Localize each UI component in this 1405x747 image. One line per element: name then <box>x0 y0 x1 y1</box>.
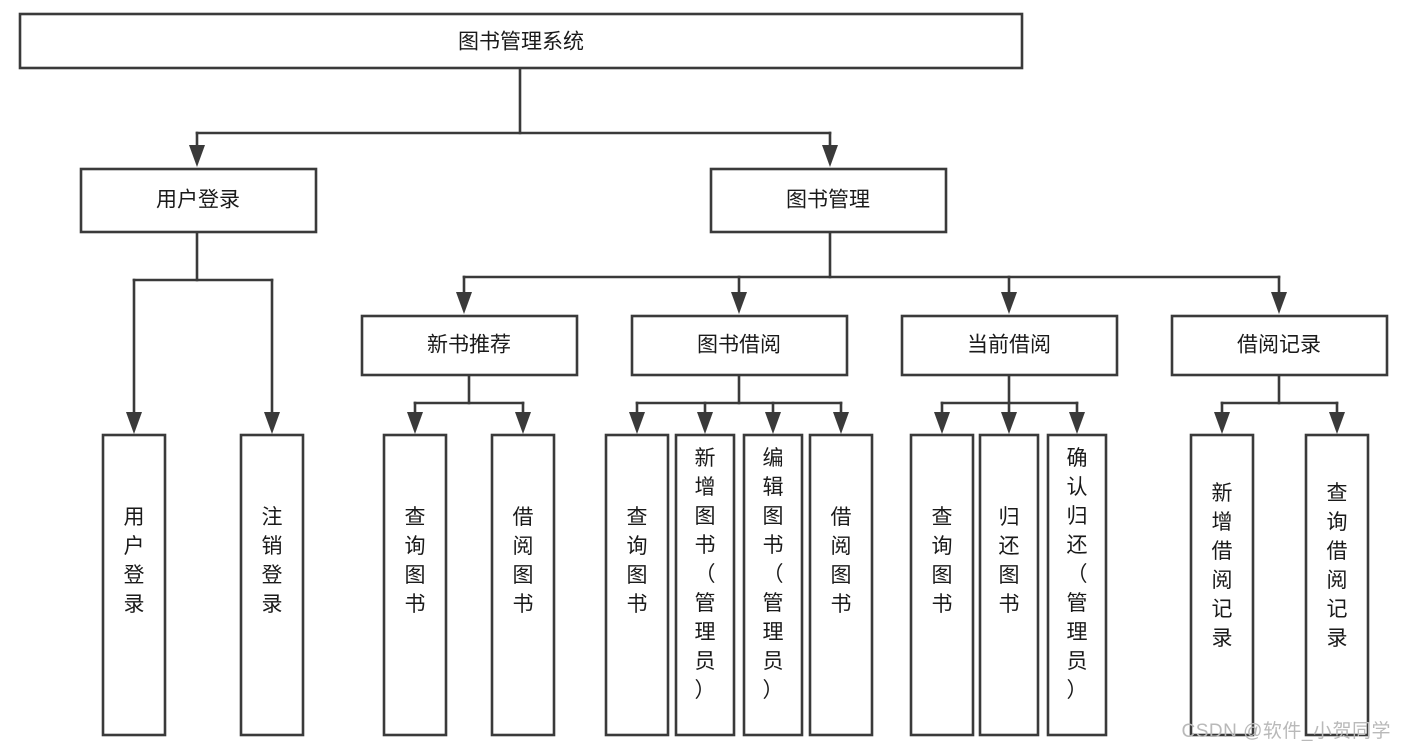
leaf-node-return-book[interactable]: 归还图书 <box>978 433 1040 737</box>
leaf-node-add-book-admin[interactable]: 新增图书（管理员） <box>674 433 736 737</box>
leaf-edit-book-admin-box <box>742 433 804 737</box>
node-book-borrow-label: 图书借阅 <box>697 334 781 357</box>
leaf-borrow-book-2-box <box>808 433 874 737</box>
leaf-node-borrow-book-2[interactable]: 借阅图书 <box>808 433 874 737</box>
leaf-add-borrow-record-box <box>1189 433 1255 737</box>
arrow-borrow-leaf2 <box>697 412 713 434</box>
node-book-management[interactable]: 图书管理 <box>709 167 948 234</box>
node-borrow-records-label: 借阅记录 <box>1237 334 1321 357</box>
arrow-root-to-book <box>822 145 838 167</box>
node-user-login-label: 用户登录 <box>156 189 240 212</box>
arrow-newbook-leaf1 <box>407 412 423 434</box>
leaf-borrow-book-2-label: 借阅图书 <box>831 506 852 616</box>
arrow-borrow-leaf1 <box>629 412 645 434</box>
node-user-login[interactable]: 用户登录 <box>79 167 318 234</box>
leaf-query-book-1-box <box>382 433 448 737</box>
connector-group-user-login <box>126 230 280 434</box>
leaf-add-book-admin-label: 新增图书（管理员） <box>695 447 716 702</box>
arrow-book-to-n4 <box>1271 292 1287 314</box>
leaf-node-logout[interactable]: 注销登录 <box>239 433 305 737</box>
arrow-current-leaf2 <box>1001 412 1017 434</box>
connector-group-new-books <box>407 373 531 434</box>
connector-group-root <box>189 66 838 167</box>
leaf-node-query-book-1[interactable]: 查询图书 <box>382 433 448 737</box>
leaf-query-book-3-box <box>909 433 975 737</box>
node-root-label: 图书管理系统 <box>458 31 584 54</box>
leaf-borrow-book-1-box <box>490 433 556 737</box>
arrow-borrow-leaf3 <box>765 412 781 434</box>
arrow-book-to-n1 <box>456 292 472 314</box>
leaf-node-borrow-book-1[interactable]: 借阅图书 <box>490 433 556 737</box>
leaf-logout-label: 注销登录 <box>262 506 283 616</box>
leaf-edit-book-admin-label: 编辑图书（管理员） <box>763 447 784 702</box>
connector-group-records <box>1214 373 1345 434</box>
leaf-node-query-borrow-record[interactable]: 查询借阅记录 <box>1304 433 1370 737</box>
arrow-current-leaf1 <box>934 412 950 434</box>
leaf-node-confirm-return-admin[interactable]: 确认归还（管理员） <box>1046 433 1108 737</box>
leaf-user-login-box <box>101 433 167 737</box>
node-new-book-recommend-label: 新书推荐 <box>427 334 511 357</box>
node-current-borrow[interactable]: 当前借阅 <box>900 314 1119 377</box>
leaf-query-book-3-label: 查询图书 <box>932 506 953 616</box>
node-borrow-records[interactable]: 借阅记录 <box>1170 314 1389 377</box>
node-book-management-label: 图书管理 <box>786 189 870 212</box>
arrow-book-to-n3 <box>1001 292 1017 314</box>
node-root-system[interactable]: 图书管理系统 <box>18 12 1024 70</box>
leaf-return-book-box <box>978 433 1040 737</box>
node-new-book-recommend[interactable]: 新书推荐 <box>360 314 579 377</box>
node-current-borrow-box <box>900 314 1119 377</box>
connector-group-current <box>934 373 1085 434</box>
arrow-user-leaf1 <box>126 412 142 434</box>
leaf-node-add-borrow-record[interactable]: 新增借阅记录 <box>1189 433 1255 737</box>
leaf-node-query-book-2[interactable]: 查询图书 <box>604 433 670 737</box>
node-borrow-records-box <box>1170 314 1389 377</box>
leaf-confirm-return-admin-box <box>1046 433 1108 737</box>
leaf-node-user-login[interactable]: 用户登录 <box>101 433 167 737</box>
arrow-current-leaf3 <box>1069 412 1085 434</box>
leaf-add-book-admin-box <box>674 433 736 737</box>
leaf-node-edit-book-admin[interactable]: 编辑图书（管理员） <box>742 433 804 737</box>
node-new-book-recommend-box <box>360 314 579 377</box>
connector-group-borrow <box>629 373 849 434</box>
node-current-borrow-label: 当前借阅 <box>967 334 1051 357</box>
connector-group-book-mgmt <box>456 230 1287 314</box>
leaf-query-book-2-label: 查询图书 <box>627 506 648 616</box>
leaf-add-borrow-record-label: 新增借阅记录 <box>1212 482 1233 650</box>
leaf-node-query-book-3[interactable]: 查询图书 <box>909 433 975 737</box>
arrow-book-to-n2 <box>731 292 747 314</box>
leaf-query-book-2-box <box>604 433 670 737</box>
node-book-borrow-box <box>630 314 849 377</box>
leaf-query-borrow-record-label: 查询借阅记录 <box>1327 482 1348 650</box>
leaf-query-book-1-label: 查询图书 <box>405 506 426 616</box>
arrow-newbook-leaf2 <box>515 412 531 434</box>
arrow-records-leaf2 <box>1329 412 1345 434</box>
arrow-borrow-leaf4 <box>833 412 849 434</box>
arrow-root-to-user <box>189 145 205 167</box>
node-user-login-box <box>79 167 318 234</box>
leaf-user-login-label: 用户登录 <box>124 506 145 616</box>
leaf-borrow-book-1-label: 借阅图书 <box>513 506 534 616</box>
leaf-confirm-return-admin-label: 确认归还（管理员） <box>1067 447 1088 702</box>
node-book-management-box <box>709 167 948 234</box>
arrow-records-leaf1 <box>1214 412 1230 434</box>
node-root-box <box>18 12 1024 70</box>
leaf-return-book-label: 归还图书 <box>999 506 1020 616</box>
leaf-query-borrow-record-box <box>1304 433 1370 737</box>
node-book-borrow[interactable]: 图书借阅 <box>630 314 849 377</box>
arrow-user-leaf2 <box>264 412 280 434</box>
leaf-logout-box <box>239 433 305 737</box>
